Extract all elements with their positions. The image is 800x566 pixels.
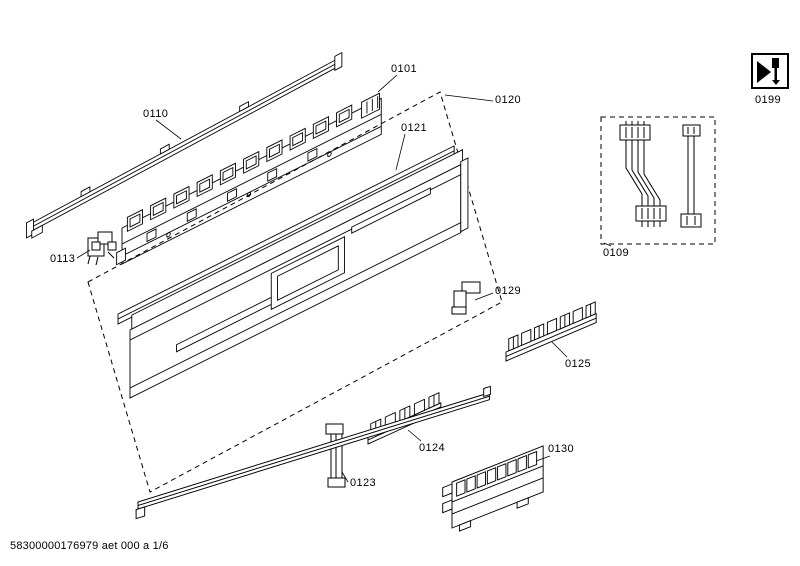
hinge-bracket-drawing [325, 423, 346, 488]
callout-part-0120: 0120 [495, 94, 522, 106]
callout-part-0199: 0199 [755, 94, 782, 106]
support-rail-drawing [26, 51, 343, 239]
wire-harness-box [600, 116, 716, 245]
callout-part-0113: 0113 [50, 253, 76, 265]
fascia-panel-drawing [129, 148, 469, 399]
wire-harness-multi-drawing [619, 121, 667, 227]
connector-block-drawing [442, 445, 544, 532]
callout-part-0110: 0110 [143, 108, 169, 120]
callout-part-0101: 0101 [391, 63, 418, 75]
control-module-drawing [116, 92, 382, 266]
assembly-outline-dashed [87, 91, 503, 493]
service-tool-icon [751, 53, 789, 89]
switch-bracket-drawing [87, 231, 117, 266]
document-number: 58300000176979 aet 000 a 1/6 [10, 540, 169, 552]
callout-part-0124: 0124 [419, 442, 446, 454]
leader-lines [76, 74, 612, 483]
callout-part-0109: 0109 [603, 247, 630, 259]
callout-part-0130: 0130 [548, 443, 575, 455]
callout-part-0123: 0123 [350, 477, 377, 489]
callout-part-0125: 0125 [565, 358, 592, 370]
callout-part-0121: 0121 [401, 122, 428, 134]
end-cap-drawing [451, 281, 481, 315]
bottom-trim-rail-drawing [135, 385, 491, 520]
clip-strip-large-drawing [505, 301, 597, 362]
wire-harness-twin-drawing [680, 124, 702, 228]
callout-part-0129: 0129 [495, 285, 522, 297]
